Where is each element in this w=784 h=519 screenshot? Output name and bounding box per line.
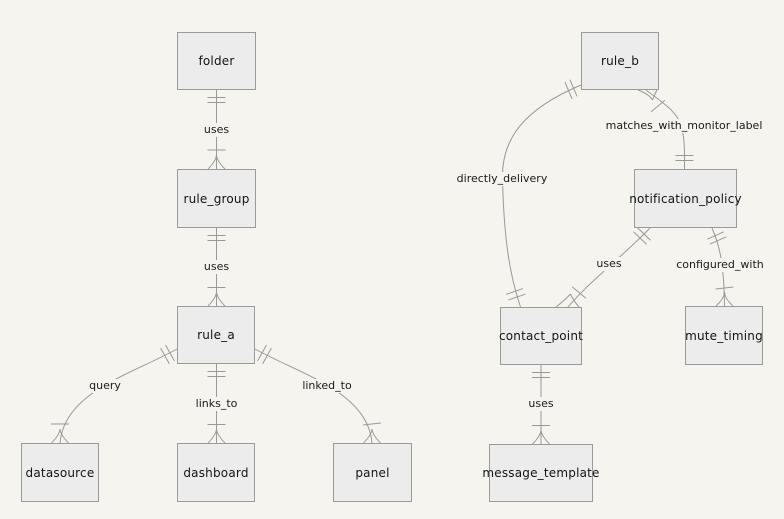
cardinality-one-or-many-marker [51, 423, 69, 444]
cardinality-exactly-one-marker [257, 344, 272, 365]
entity-notification-policy: notification_policy [629, 169, 742, 228]
entity-rule-a: rule_a [177, 306, 255, 364]
entity-panel: panel [333, 443, 412, 502]
edge-notification_policy-mute_timing [707, 227, 734, 307]
relationship-label-np-contact-uses: uses [594, 257, 624, 271]
entity-contact-point: contact_point [499, 307, 583, 365]
relationship-label-query: query [87, 379, 123, 393]
cardinality-exactly-one-marker [633, 227, 651, 245]
relationship-label-rule-group-rule-a: uses [201, 260, 232, 274]
entity-message-template: message_template [482, 444, 599, 502]
relationship-label-linked-to: linked_to [300, 379, 354, 393]
cardinality-exactly-one-marker [532, 372, 550, 378]
entity-datasource: datasource [21, 443, 99, 502]
cardinality-one-or-many-marker [637, 89, 666, 113]
edge-rule_a-datasource [51, 344, 178, 444]
entity-rule-group: rule_group [177, 169, 256, 228]
relationship-label-configured-with: configured_with [674, 258, 766, 272]
cardinality-exactly-one-marker [207, 235, 226, 241]
cardinality-one-or-many-marker [532, 425, 550, 445]
cardinality-exactly-one-marker [207, 371, 226, 377]
entity-rule-b: rule_b [581, 32, 659, 90]
entity-dashboard: dashboard [177, 443, 255, 502]
relationship-label-links-to: links_to [193, 397, 240, 411]
cardinality-one-or-many-marker [207, 424, 226, 444]
cardinality-one-or-many-marker [207, 287, 226, 307]
cardinality-one-or-many-marker [715, 286, 734, 307]
cardinality-exactly-one-marker [707, 231, 727, 245]
cardinality-exactly-one-marker [675, 155, 694, 161]
cardinality-exactly-one-marker [160, 344, 175, 365]
cardinality-exactly-one-marker [564, 79, 578, 99]
edge-rule_a-panel [254, 344, 382, 444]
relationship-label-contact-message-uses: uses [526, 397, 556, 411]
cardinality-exactly-one-marker [505, 288, 526, 301]
cardinality-one-or-many-marker [207, 149, 226, 170]
cardinality-one-or-many-marker [555, 286, 587, 308]
cardinality-exactly-one-marker [207, 97, 226, 103]
cardinality-one-or-many-marker [362, 422, 382, 444]
relationship-label-folder-rule-group: uses [201, 123, 232, 137]
edge-rule_b-contact_point [501, 79, 582, 308]
relationship-label-matches-with-monitor-label: matches_with_monitor_label [603, 119, 765, 133]
entity-folder: folder [177, 32, 256, 90]
entity-mute-timing: mute_timing [685, 306, 763, 365]
relationship-label-directly-delivery: directly_delivery [454, 172, 550, 186]
